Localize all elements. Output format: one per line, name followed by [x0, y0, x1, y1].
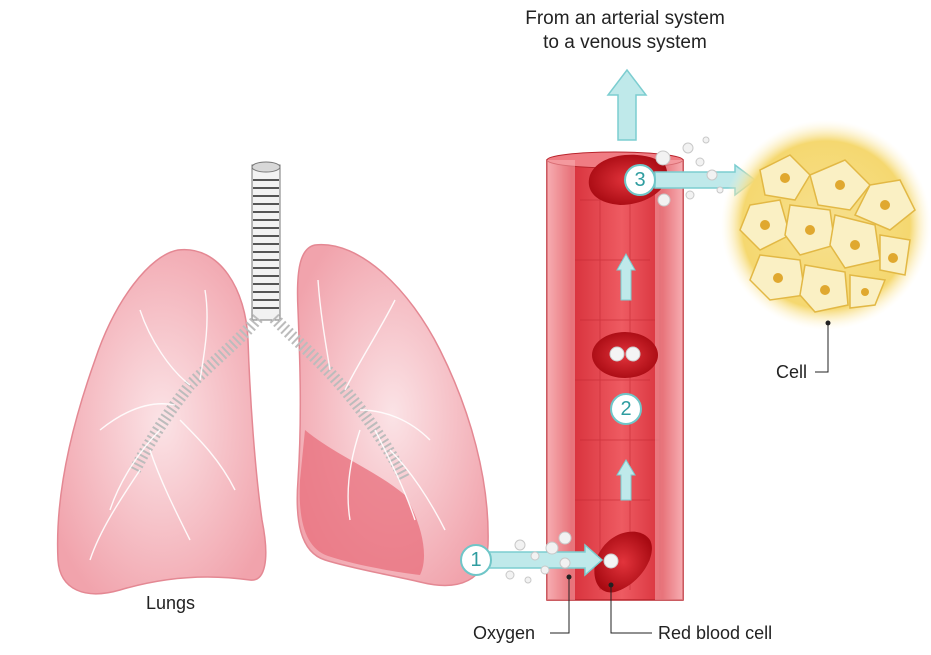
lungs-label: Lungs [146, 593, 195, 614]
step-1-badge: 1 [460, 544, 492, 576]
cell-label: Cell [776, 362, 807, 383]
red-blood-cell-label: Red blood cell [658, 623, 772, 644]
title-line-1: From an arterial system [495, 8, 755, 30]
tissue-cells [721, 120, 931, 330]
oxygen-label: Oxygen [473, 623, 535, 644]
red-blood-cell-2 [592, 332, 658, 378]
step-3-badge: 3 [624, 164, 656, 196]
step-2-badge: 2 [610, 393, 642, 425]
venous-outflow-arrow [608, 70, 646, 140]
title-line-2: to a venous system [495, 32, 755, 54]
lungs [58, 162, 489, 594]
